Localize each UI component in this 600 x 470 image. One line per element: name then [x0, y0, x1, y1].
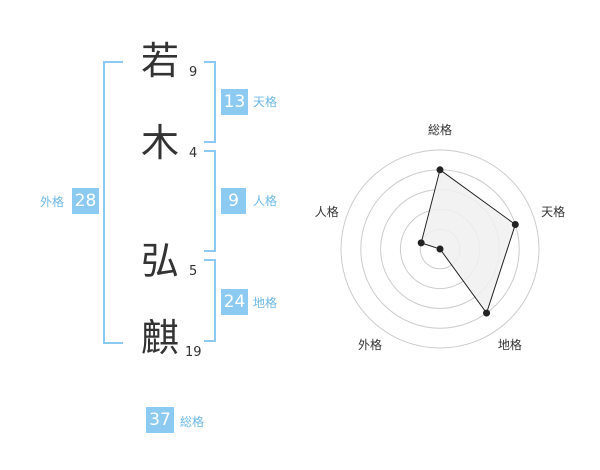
radar-ring-5 [340, 149, 540, 349]
tenkaku-label: 天格 [253, 95, 278, 109]
tenkaku-value: 13 [221, 89, 248, 115]
radar-point-1 [511, 221, 519, 229]
stroke-count-3: 5 [189, 264, 198, 279]
stroke-count-2: 4 [189, 146, 198, 161]
gaikaku-value: 28 [72, 188, 99, 214]
radar-axis-label-1: 天格 [541, 205, 566, 220]
tenkaku-bracket [204, 61, 216, 143]
radar-axis-label-2: 地格 [497, 338, 522, 353]
soukaku-label: 総格 [180, 415, 205, 429]
gaikaku-label: 外格 [40, 195, 65, 209]
name-char-4: 麒 [140, 316, 179, 360]
radar-point-2 [483, 309, 491, 317]
chikaku-bracket [204, 259, 216, 342]
radar-axis-label-3: 外格 [358, 338, 383, 353]
radar-point-4 [417, 239, 425, 247]
jinkaku-bracket [204, 150, 216, 252]
chikaku-label: 地格 [253, 296, 278, 310]
name-char-3: 弘 [140, 239, 179, 283]
radar-axis-label-0: 総格 [427, 123, 453, 137]
radar-point-0 [436, 166, 444, 174]
name-char-2: 木 [140, 121, 179, 165]
radar-axis-label-4: 人格 [314, 205, 339, 220]
name-char-1: 若 [140, 39, 179, 83]
jinkaku-value: 9 [221, 188, 246, 214]
stroke-count-1: 9 [189, 65, 198, 80]
stroke-count-4: 19 [185, 345, 202, 360]
jinkaku-label: 人格 [253, 194, 278, 208]
soukaku-value: 37 [146, 407, 174, 433]
gaikaku-bracket [103, 61, 123, 344]
radar-point-3 [436, 245, 444, 253]
radar-polygon [420, 168, 516, 315]
chikaku-value: 24 [221, 289, 248, 315]
